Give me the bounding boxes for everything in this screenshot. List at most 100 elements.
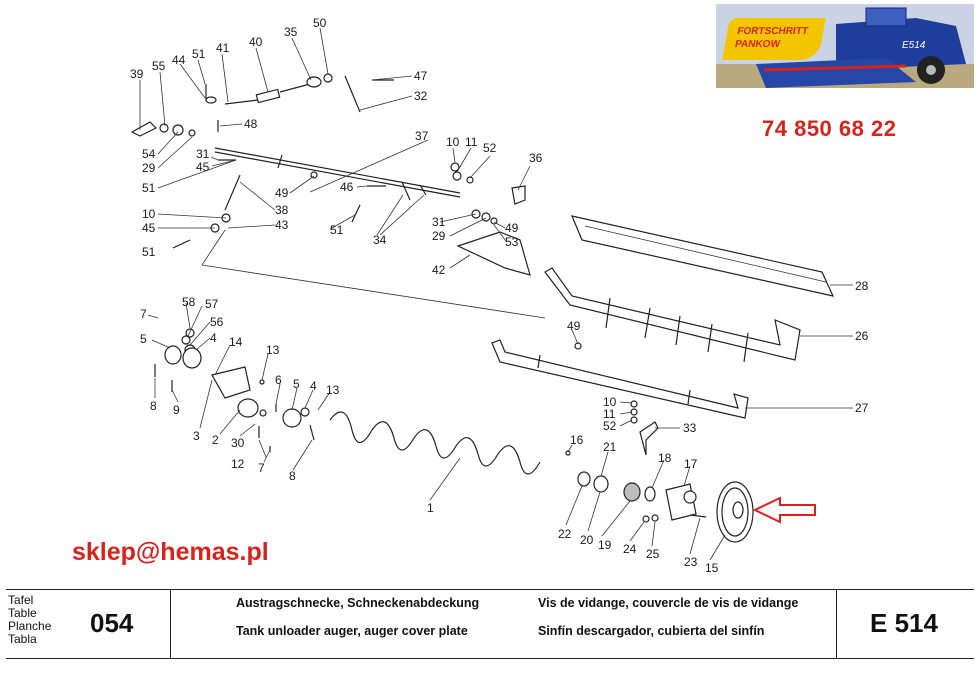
svg-text:44: 44 bbox=[172, 53, 186, 67]
table-number: 054 bbox=[90, 608, 134, 638]
svg-text:35: 35 bbox=[284, 25, 298, 39]
svg-text:9: 9 bbox=[173, 403, 180, 417]
svg-text:10: 10 bbox=[446, 135, 460, 149]
svg-text:31: 31 bbox=[432, 215, 446, 229]
logo-line1: FORTSCHRITT bbox=[736, 26, 809, 37]
logo-line2: PANKOW bbox=[734, 39, 781, 50]
svg-text:11: 11 bbox=[603, 407, 616, 421]
upper-linkage bbox=[130, 73, 546, 319]
svg-text:11: 11 bbox=[465, 135, 478, 149]
title-french: Vis de vidange, couvercle de vis de vida… bbox=[538, 596, 799, 610]
bearing-group bbox=[154, 328, 315, 452]
svg-text:47: 47 bbox=[414, 69, 428, 83]
red-arrow bbox=[752, 496, 816, 524]
svg-text:E514: E514 bbox=[902, 40, 926, 51]
svg-text:19: 19 bbox=[598, 538, 612, 552]
svg-text:10: 10 bbox=[603, 395, 617, 409]
divider bbox=[170, 590, 171, 658]
svg-text:7: 7 bbox=[140, 307, 147, 321]
svg-text:29: 29 bbox=[432, 229, 446, 243]
svg-text:45: 45 bbox=[142, 221, 156, 235]
svg-text:33: 33 bbox=[683, 421, 697, 435]
fortschritt-logo: FORTSCHRITT PANKOW bbox=[722, 18, 826, 60]
combine-harvester-photo: E514 FORTSCHRITT PANKOW bbox=[716, 4, 974, 88]
svg-text:18: 18 bbox=[658, 451, 672, 465]
svg-text:8: 8 bbox=[150, 399, 157, 413]
leader-lines bbox=[139, 27, 853, 561]
cover-plates bbox=[491, 215, 835, 419]
svg-text:38: 38 bbox=[275, 203, 289, 217]
svg-text:34: 34 bbox=[373, 233, 387, 247]
svg-text:42: 42 bbox=[432, 263, 446, 277]
svg-text:49: 49 bbox=[567, 319, 581, 333]
svg-text:51: 51 bbox=[142, 245, 156, 259]
svg-text:51: 51 bbox=[192, 47, 206, 61]
svg-text:45: 45 bbox=[196, 160, 210, 174]
parts-diagram: 39 55 44 51 41 40 35 50 47 32 48 54 29 3… bbox=[130, 16, 869, 575]
svg-text:48: 48 bbox=[244, 117, 258, 131]
svg-text:43: 43 bbox=[275, 218, 289, 232]
svg-text:23: 23 bbox=[684, 555, 698, 569]
title-block: Tafel Table Planche Tabla 054 Austragsch… bbox=[6, 589, 974, 659]
svg-text:25: 25 bbox=[646, 547, 660, 561]
tafel-en: Table bbox=[8, 606, 37, 620]
svg-text:7: 7 bbox=[258, 461, 265, 475]
svg-text:20: 20 bbox=[580, 533, 594, 547]
svg-text:27: 27 bbox=[855, 401, 869, 415]
svg-text:4: 4 bbox=[310, 379, 317, 393]
model-code: E 514 bbox=[870, 608, 938, 638]
tafel-fr: Planche bbox=[8, 619, 52, 633]
svg-text:31: 31 bbox=[196, 147, 210, 161]
title-spanish: Sinfín descargador, cubierta del sinfín bbox=[538, 624, 765, 638]
svg-text:12: 12 bbox=[231, 457, 245, 471]
svg-text:1: 1 bbox=[427, 501, 434, 515]
email-address: sklep@hemas.pl bbox=[72, 538, 269, 566]
svg-text:55: 55 bbox=[152, 59, 166, 73]
svg-text:28: 28 bbox=[855, 279, 869, 293]
svg-text:58: 58 bbox=[182, 295, 196, 309]
svg-text:46: 46 bbox=[340, 180, 354, 194]
svg-text:49: 49 bbox=[275, 186, 289, 200]
svg-text:22: 22 bbox=[558, 527, 572, 541]
divider bbox=[836, 590, 837, 658]
svg-text:49: 49 bbox=[505, 221, 519, 235]
svg-text:26: 26 bbox=[855, 329, 869, 343]
svg-text:13: 13 bbox=[326, 383, 340, 397]
title-english: Tank unloader auger, auger cover plate bbox=[236, 624, 468, 638]
svg-text:16: 16 bbox=[570, 433, 584, 447]
svg-text:52: 52 bbox=[603, 419, 617, 433]
svg-text:17: 17 bbox=[684, 457, 698, 471]
svg-text:3: 3 bbox=[193, 429, 200, 443]
svg-text:21: 21 bbox=[603, 440, 617, 454]
svg-text:6: 6 bbox=[275, 373, 282, 387]
svg-text:52: 52 bbox=[483, 141, 497, 155]
svg-text:53: 53 bbox=[505, 235, 519, 249]
svg-text:2: 2 bbox=[212, 433, 219, 447]
svg-text:37: 37 bbox=[415, 129, 429, 143]
svg-text:4: 4 bbox=[210, 331, 217, 345]
tafel-es: Tabla bbox=[8, 632, 37, 646]
svg-text:36: 36 bbox=[529, 151, 543, 165]
svg-text:14: 14 bbox=[229, 335, 243, 349]
svg-text:32: 32 bbox=[414, 89, 428, 103]
svg-text:30: 30 bbox=[231, 436, 245, 450]
phone-number: 74 850 68 22 bbox=[762, 116, 897, 141]
svg-text:39: 39 bbox=[130, 67, 144, 81]
svg-text:24: 24 bbox=[623, 542, 637, 556]
svg-text:41: 41 bbox=[216, 41, 230, 55]
tafel-de: Tafel bbox=[8, 593, 34, 607]
svg-text:56: 56 bbox=[210, 315, 224, 329]
svg-text:50: 50 bbox=[313, 16, 327, 30]
svg-text:8: 8 bbox=[289, 469, 296, 483]
svg-text:29: 29 bbox=[142, 161, 156, 175]
chute bbox=[456, 231, 531, 276]
svg-text:15: 15 bbox=[705, 561, 719, 575]
svg-text:40: 40 bbox=[249, 35, 263, 49]
svg-text:13: 13 bbox=[266, 343, 280, 357]
tafel-label: Tafel Table Planche Tabla bbox=[8, 594, 51, 662]
svg-text:51: 51 bbox=[330, 223, 344, 237]
svg-text:5: 5 bbox=[140, 332, 147, 346]
callout-labels: 39 55 44 51 41 40 35 50 47 32 48 54 29 3… bbox=[130, 16, 869, 575]
svg-text:5: 5 bbox=[293, 377, 300, 391]
svg-text:10: 10 bbox=[142, 207, 156, 221]
